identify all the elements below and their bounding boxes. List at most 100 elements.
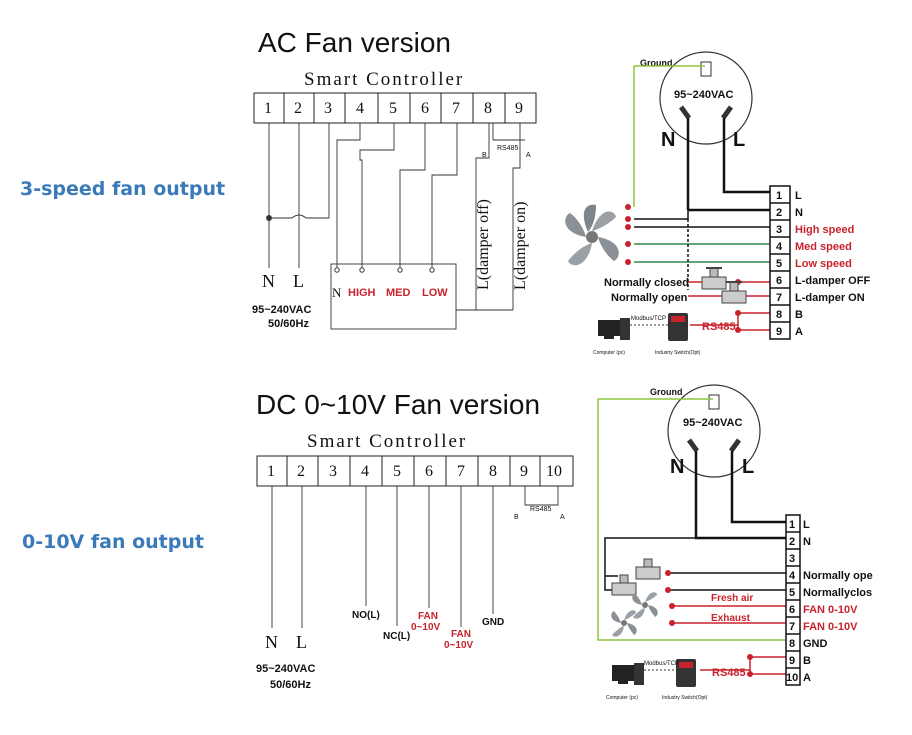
ac-tbl-4: Med speed (795, 241, 852, 253)
ac-tb-5: 5 (776, 258, 782, 270)
dc-tbl-6: FAN 0-10V (803, 604, 858, 616)
ac-switch-label: Industry Switch(Opt) (655, 350, 701, 356)
ac-tbl-8: B (795, 309, 803, 321)
dc-n-pin (686, 438, 700, 453)
dc-tb-10: 10 (786, 672, 798, 684)
dc-rs485-label: RS485 (530, 506, 552, 513)
ac-speed-n: N (332, 285, 342, 300)
dc-valve-1-icon (635, 558, 661, 580)
dc-title: DC 0~10V Fan version (256, 389, 540, 420)
dc-tb-1: 1 (789, 519, 795, 531)
ac-wiring-panel: 95~240VAC N L Ground (565, 51, 870, 356)
dc-ground-pin (708, 394, 720, 410)
dc-controller-label: Smart Controller (307, 431, 467, 452)
dc-nc-l: NC(L) (383, 631, 410, 642)
dc-outlet-voltage: 95~240VAC (683, 417, 742, 429)
ac-wires (266, 123, 525, 330)
ac-computer-label: Computer (pc) (593, 350, 625, 356)
dc-computer-label: Computer (pc) (606, 695, 638, 701)
dc-tbl-10: A (803, 672, 811, 684)
dc-tbl-2: N (803, 536, 811, 548)
ac-terminal-7: 7 (452, 100, 460, 117)
dc-freq-label: 50/60Hz (270, 679, 311, 691)
dc-tb-3: 3 (789, 553, 795, 565)
ac-damper-on: L(damper on) (512, 202, 529, 290)
dc-tb-7: 7 (789, 621, 795, 633)
ac-fan-icon (565, 204, 619, 266)
ac-ground-pin (700, 61, 712, 77)
dc-terminal-6: 6 (425, 463, 433, 480)
dc-tb-2: 2 (789, 536, 795, 548)
dc-terminal-2: 2 (297, 463, 305, 480)
dc-terminal-1: 1 (267, 463, 275, 480)
dc-fan1-b: 0~10V (411, 622, 441, 633)
ac-modbus-label: Modbus/TCP (631, 316, 666, 322)
dc-voltage-label: 95~240VAC (256, 663, 315, 675)
dc-no-l: NO(L) (352, 610, 380, 621)
dc-tbl-8: GND (803, 638, 828, 650)
ac-title: AC Fan version (258, 27, 451, 58)
dc-terminal-3: 3 (329, 463, 337, 480)
dc-rs485-wire-label: RS485 (712, 667, 746, 679)
dc-terminal-block (785, 514, 801, 686)
dc-computer-icon (612, 663, 644, 685)
ac-tb-4: 4 (776, 241, 783, 253)
dc-terminal-5: 5 (393, 463, 401, 480)
ac-node-n (334, 267, 340, 273)
ac-terminal-strip (253, 92, 537, 124)
dc-side-label: 0-10V fan output (22, 531, 204, 553)
ac-tb-6: 6 (776, 275, 782, 287)
dc-fan-exhaust-icon (611, 610, 637, 637)
ac-l-label: L (293, 271, 304, 291)
dc-tbl-1: L (803, 519, 810, 531)
ac-tb-2: 2 (776, 207, 782, 219)
ac-normally-closed: Normally closed (604, 277, 689, 289)
ac-terminal-5: 5 (389, 100, 397, 117)
ac-terminal-1: 1 (264, 100, 272, 117)
dc-terminal-10: 10 (546, 463, 562, 480)
dc-wires (271, 486, 559, 628)
ac-damper-off: L(damper off) (475, 199, 492, 290)
ac-speed-low: LOW (422, 287, 448, 299)
ac-tb-7: 7 (776, 292, 782, 304)
ac-ground-label: Ground (640, 58, 673, 68)
ac-tb-8: 8 (776, 309, 782, 321)
ac-outlet-voltage: 95~240VAC (674, 89, 733, 101)
dc-tb-4: 4 (789, 570, 796, 582)
dc-exhaust: Exhaust (711, 613, 751, 624)
dc-ground-label: Ground (650, 387, 683, 397)
ac-tbl-7: L-damper ON (795, 292, 865, 304)
ac-outlet (659, 51, 753, 145)
ac-terminal-4: 4 (356, 100, 364, 117)
dc-terminal-4: 4 (361, 463, 369, 480)
ac-computer-icon (598, 318, 630, 340)
ac-tb-1: 1 (776, 190, 782, 202)
dc-switch-label: Industry Switch(Opt) (662, 695, 708, 701)
dc-tb-5: 5 (789, 587, 795, 599)
ac-freq-label: 50/60Hz (268, 318, 309, 330)
dc-terminal-numbers: 1 2 3 4 5 6 7 8 9 10 (267, 463, 562, 480)
ac-node-low (429, 267, 435, 273)
dc-terminal-9: 9 (520, 463, 528, 480)
dc-tb-6: 6 (789, 604, 795, 616)
ac-tbl-3: High speed (795, 224, 854, 236)
ac-side-label: 3-speed fan output (20, 178, 225, 200)
ac-tbl-9: A (795, 326, 803, 338)
ac-terminal-6: 6 (421, 100, 429, 117)
dc-fan2-b: 0~10V (444, 640, 474, 651)
dc-l-label: L (296, 632, 307, 652)
ac-tb-9: 9 (776, 326, 782, 338)
dc-tbl-9: B (803, 655, 811, 667)
ac-terminal-block (769, 185, 791, 340)
dc-rs485-b: B (514, 514, 519, 521)
dc-wiring-panel: 95~240VAC N L Ground (597, 384, 873, 701)
dc-valve-2-icon (611, 574, 637, 596)
dc-tb-9: 9 (789, 655, 795, 667)
ac-valve-no-icon (721, 281, 747, 304)
ac-voltage-label: 95~240VAC (252, 304, 311, 316)
ac-controller-label: Smart Controller (304, 69, 464, 90)
dc-fresh-air: Fresh air (711, 593, 753, 604)
dc-terminal-7: 7 (457, 463, 465, 480)
dc-terminal-strip (256, 455, 574, 487)
dc-rs485-a: A (560, 514, 565, 521)
